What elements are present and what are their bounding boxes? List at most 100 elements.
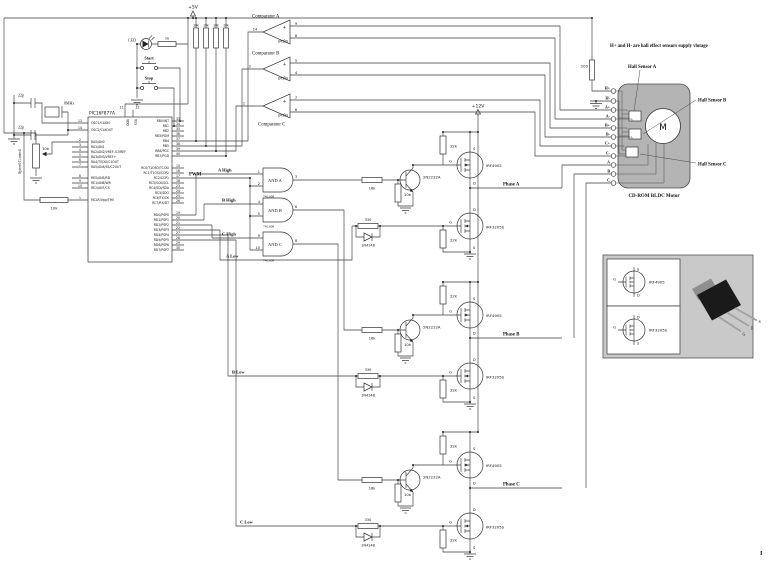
base-emitter-resistor (394, 483, 402, 503)
pullup-value: 10k (213, 24, 219, 28)
fet-pin-s: S (473, 396, 476, 400)
pin-number: 4 (258, 200, 261, 204)
gate-label: AND B (268, 208, 282, 213)
pin-name: RD7/PSP7 (154, 248, 169, 252)
gate-series-resistor (357, 373, 379, 379)
legend-nfet-label: IRF3205S (649, 328, 668, 333)
pin-name: RA0/AN0 (91, 140, 105, 144)
pin-number: 5 (258, 212, 260, 216)
pin-name: RD3/PSP3 (154, 228, 169, 232)
motor-terminals (610, 88, 617, 186)
pin-number: 17 (176, 174, 180, 178)
pin-number: 35 (176, 127, 180, 131)
pin-number: 27 (176, 231, 180, 235)
diode-symbol (363, 382, 373, 392)
c-low-label: C Low (240, 520, 254, 525)
pin-name: RC5/SDO (155, 191, 170, 195)
comparator-b: Comparator B LM339 + - 2 5 4 (249, 52, 298, 82)
mosfet-low-label: IRF3205S (486, 225, 505, 230)
diode-label: 1N4148 (361, 244, 375, 248)
c-high-label: C High (222, 232, 236, 237)
pin-name: OSC1/CLKIN (91, 121, 110, 125)
pin-number: 1 (258, 170, 260, 174)
pin-number: 23 (176, 184, 180, 188)
fet-pin-g: G (449, 521, 452, 525)
motor-caption: CD-ROM BLDC Motor (628, 194, 680, 199)
led-indicator: LED (128, 35, 155, 50)
mosfet-low-symbol (456, 212, 484, 240)
gate-part: 74LS08 (263, 225, 274, 229)
hall-supply-note: H+ and H- are hall effect sensors supply… (610, 44, 708, 49)
comparator-part: LM339 (278, 40, 288, 44)
pin-name: RB2 (163, 129, 169, 133)
terminal-label: C- (606, 151, 611, 156)
start-button[interactable]: Start (140, 56, 158, 70)
pin-number: 8 (295, 239, 297, 243)
mosfet-high-label: IRF4905 (486, 463, 502, 468)
a-high-label: A High (218, 168, 232, 173)
gate-label: AND A (268, 178, 283, 183)
pin-number: 18 (176, 179, 180, 183)
pin-number: 28 (176, 236, 180, 240)
comparator-label: Comparator C (258, 123, 285, 128)
and-gate-c: AND C 74LS08 9 10 8 (256, 231, 297, 263)
base-resistor (361, 177, 383, 183)
pin-number: 8 (79, 174, 81, 178)
pin-name: RA2/AN2/VREF-/CVREF (91, 150, 126, 154)
gate-part: 74LS08 (263, 259, 274, 263)
fet-pin-s: S (473, 147, 476, 151)
speed-control-pot[interactable]: 10k Speed Control (17, 143, 50, 174)
pin-name: RB7/PGD (155, 154, 170, 158)
pot-label: Speed Control (17, 148, 22, 174)
bridge-junctions (355, 431, 479, 553)
fet-pin-g: G (613, 278, 616, 282)
phase-label: Phase A (503, 183, 520, 188)
pin-number: 10 (256, 246, 260, 250)
pin-number: 6 (79, 158, 81, 162)
terminal-label: A- (606, 114, 611, 119)
diode-label: 1N4148 (361, 544, 375, 548)
pin-name: RC0/T1OSO/T1CKI (141, 166, 169, 170)
pullup-value: 10k (203, 24, 209, 28)
legend-pfet-label: IRF4905 (649, 280, 665, 285)
cap1-value: 22p (18, 93, 24, 98)
stop-button-label: Stop (145, 76, 154, 81)
pin-name: RE0/AN5/RD (91, 176, 111, 180)
mosfet-low-symbol (456, 362, 484, 390)
pin-name: RD2/PSP2 (154, 223, 169, 227)
pin-name: RB0/INT (157, 119, 170, 123)
junction-dots (13, 17, 597, 217)
mosfet-high-label: IRF4905 (486, 313, 502, 318)
fet-pin-g: G (449, 160, 452, 164)
plus-sign: + (283, 99, 287, 105)
stop-button[interactable]: Stop (140, 76, 158, 90)
crystal-value: 8MHz (64, 101, 74, 106)
pin-number: 14 (78, 126, 82, 130)
pin-number: 9 (258, 234, 260, 238)
hall-supply-resistor-value: 100 (581, 64, 589, 69)
resistor-value: 22k (450, 444, 458, 449)
pin-number: 34 (176, 122, 180, 126)
pin-name: RB6/PGC (155, 149, 169, 153)
pin-number: 40 (176, 152, 180, 156)
bridge-phase-b: 22k IRF4905 2N2222A 16k 10k 330 1N4148 I… (352, 281, 562, 410)
gate-part: 74LS08 (263, 195, 274, 199)
pkg-pin-s: S (759, 319, 761, 324)
bridge-junctions (355, 131, 479, 253)
pin-name: RE2/AN7/CS (91, 186, 110, 190)
diode-label: 1N4148 (361, 394, 375, 398)
transistor-label: 2N2222A (423, 325, 441, 330)
pin-number: 3 (79, 143, 81, 147)
pin-number: 2 (249, 65, 251, 69)
bridge-phase-a: 22k IRF4905 2N2222A 16k 10k 330 1N4148 I… (352, 131, 562, 260)
mcu-vss: VSS (134, 119, 138, 125)
pin-number: 36 (176, 132, 180, 136)
pin-name: RC3/SCK/SCL (149, 181, 169, 185)
mcu-name: PIC16F877A (89, 111, 115, 117)
base-resistor (361, 477, 383, 483)
fet-pin-d: D (473, 332, 476, 336)
diode-symbol (363, 532, 373, 542)
terminal-label: C+ (605, 141, 611, 146)
comparator-part: LM339 (278, 77, 288, 81)
